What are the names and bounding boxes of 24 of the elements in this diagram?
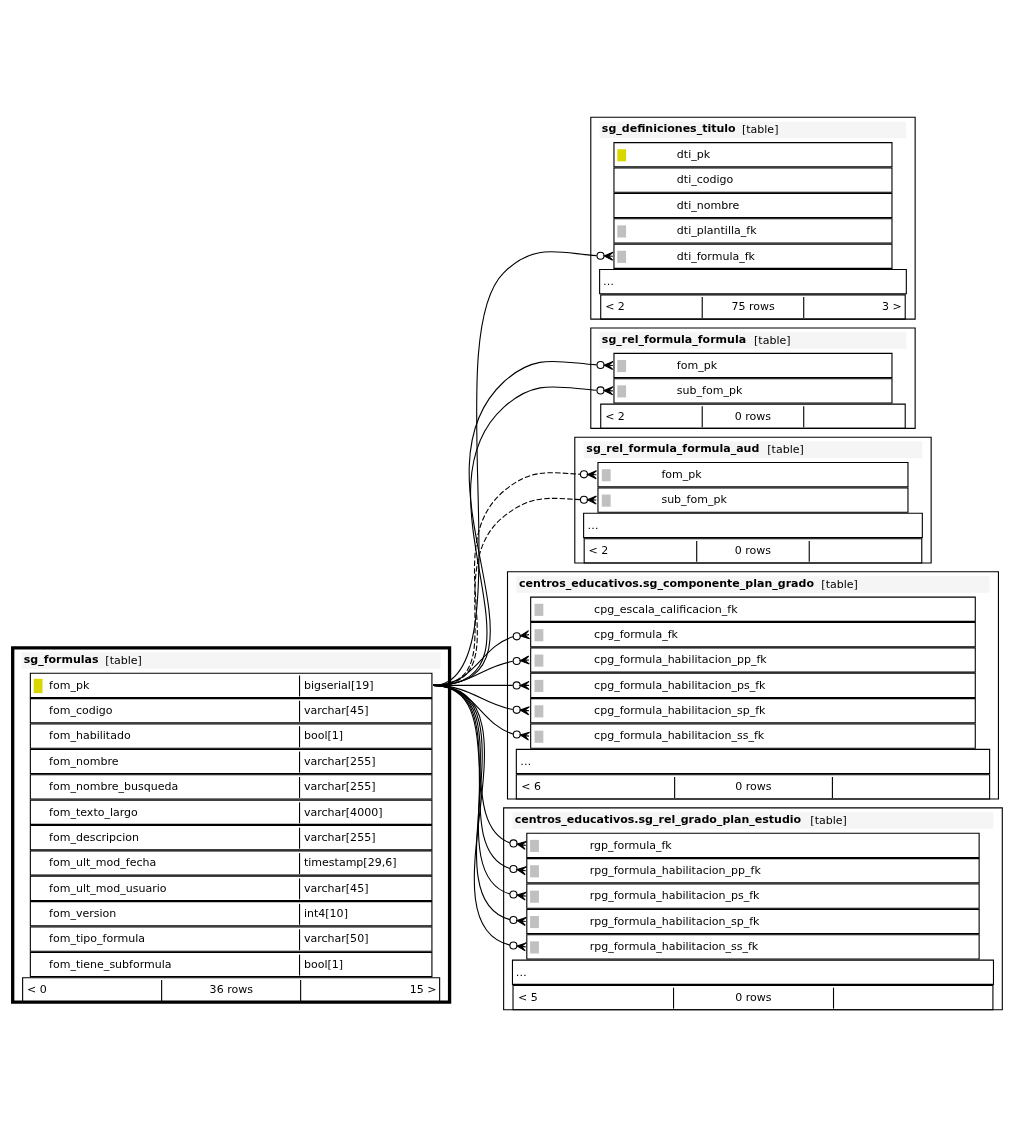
node-box: fom_pk [613,352,893,379]
node-box: dti_nombre [613,192,893,219]
node-box: rpg_formula_habilitacion_sp_fk [526,908,980,935]
node-box: dti_pk [613,142,893,168]
node-box: rpg_formula_habilitacion_ss_fk [526,934,980,960]
node-box: … [511,959,995,985]
node-box: cpg_formula_habilitacion_sp_fk [530,698,976,724]
node-box: rpg_formula_habilitacion_pp_fk [526,858,980,884]
node-box: dti_plantilla_fk [613,218,893,244]
node-box: dti_codigo [613,167,893,193]
node-box: dti_formula_fk [613,243,893,269]
node-box: cpg_formula_habilitacion_ps_fk [530,672,976,699]
node-box: fom_pk [597,462,909,488]
node-box: … [515,748,991,775]
node-box: cpg_formula_habilitacion_ss_fk [530,723,976,749]
node-box: … [599,268,907,295]
node-box: cpg_formula_fk [530,621,976,648]
node-box: cpg_formula_habilitacion_pp_fk [530,647,976,673]
node-box: cpg_escala_calificacion_fk [530,596,976,622]
node-box: sub_fom_pk [613,378,893,404]
node-box: … [583,512,923,539]
node-box: rgp_formula_fk [526,832,980,859]
node-box: rpg_formula_habilitacion_ps_fk [526,883,980,909]
node-box: sub_fom_pk [597,487,909,513]
